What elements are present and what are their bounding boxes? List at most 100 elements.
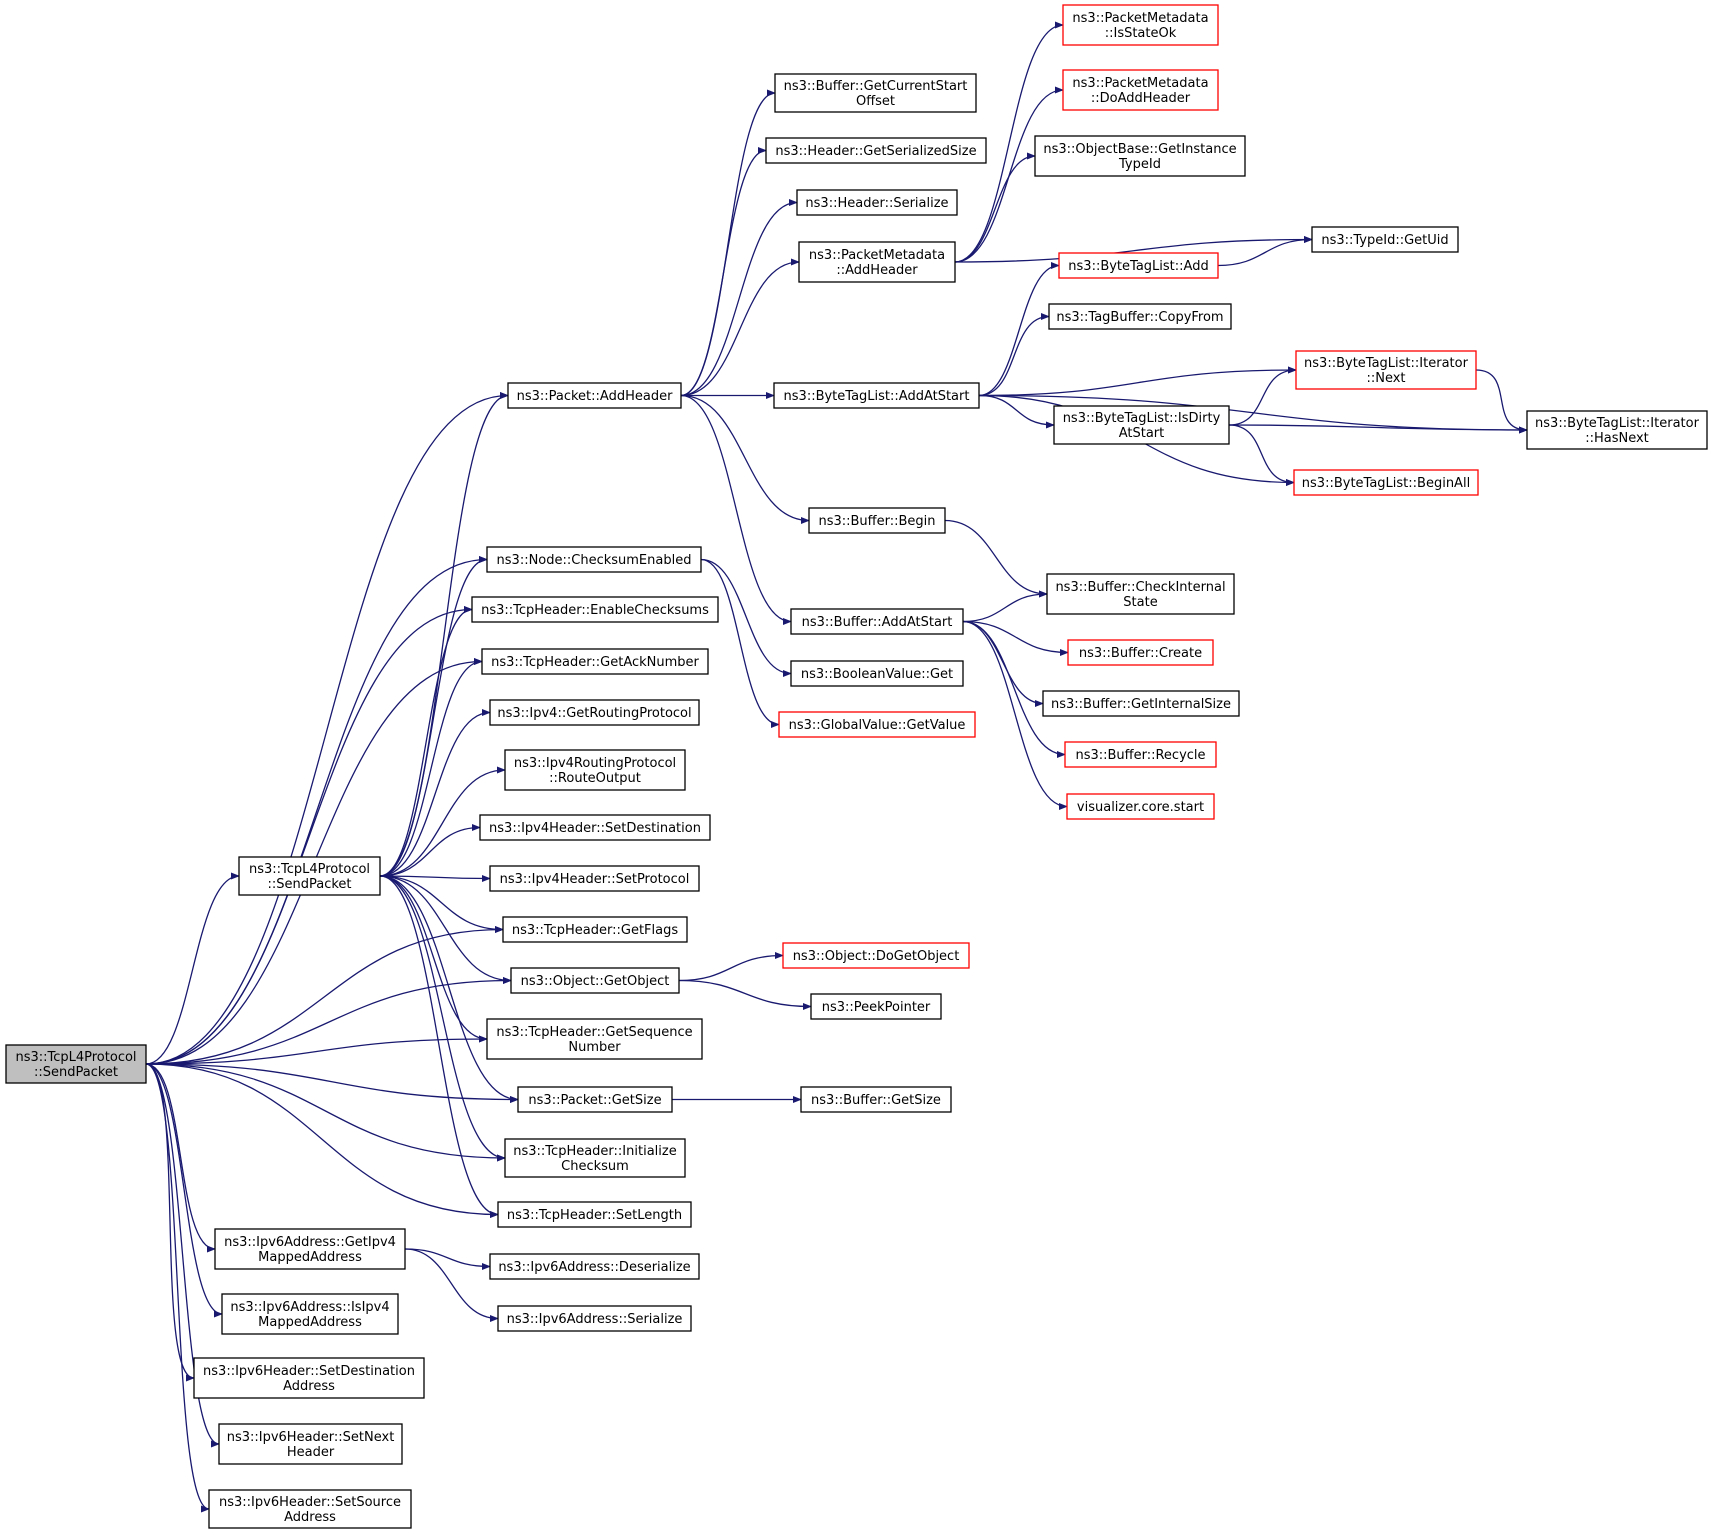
node-label-line: ns3::TcpHeader::Initialize	[513, 1144, 676, 1159]
node-ns3-peekpointer[interactable]: ns3::PeekPointer	[810, 993, 942, 1020]
node-ns3-packet-getsize[interactable]: ns3::Packet::GetSize	[517, 1086, 673, 1113]
node-ns3-tcpheader-getacknumber[interactable]: ns3::TcpHeader::GetAckNumber	[481, 648, 709, 675]
node-label-line: ns3::Header::GetSerializedSize	[775, 144, 976, 159]
node-label-line: ns3::Node::ChecksumEnabled	[497, 553, 692, 568]
node-box	[790, 660, 964, 687]
edge-tcpSend-to-enableChecksums	[379, 605, 473, 877]
node-ns3-tcpheader-getflags[interactable]: ns3::TcpHeader::GetFlags	[502, 916, 688, 943]
node-box	[1293, 469, 1479, 496]
node-ns3-globalvalue-getvalue[interactable]: ns3::GlobalValue::GetValue	[778, 711, 976, 738]
edge-root-to-pktAddHeader	[145, 391, 509, 1065]
edge-root-to-pktGetSize	[145, 1063, 519, 1104]
node-box	[1042, 690, 1240, 717]
node-ns3-ipv4routingprotocol-routeoutput[interactable]: ns3::Ipv4RoutingProtocol::RouteOutput	[504, 749, 686, 791]
edge-btlIsDirty-to-btlBeginAll	[1228, 424, 1295, 487]
node-ns3-buffer-begin[interactable]: ns3::Buffer::Begin	[808, 507, 946, 534]
node-label-line: ns3::Packet::GetSize	[528, 1093, 661, 1108]
node-ns3-ipv4-getroutingprotocol[interactable]: ns3::Ipv4::GetRoutingProtocol	[489, 699, 700, 726]
node-box	[517, 1086, 673, 1113]
node-ns3-packetmetadata-addheader[interactable]: ns3::PacketMetadata::AddHeader	[798, 241, 956, 283]
edge-btlAddAtStart-to-btlIterNext	[978, 366, 1297, 397]
node-ns3-buffer-getsize[interactable]: ns3::Buffer::GetSize	[800, 1086, 952, 1113]
node-label-line: ns3::ByteTagList::BeginAll	[1302, 476, 1470, 491]
node-ns3-ipv6address-serialize[interactable]: ns3::Ipv6Address::Serialize	[497, 1305, 692, 1332]
node-ns3-buffer-recycle[interactable]: ns3::Buffer::Recycle	[1064, 741, 1217, 768]
node-ns3-bytetaglist-beginall[interactable]: ns3::ByteTagList::BeginAll	[1293, 469, 1479, 496]
node-label-line: ::SendPacket	[34, 1065, 118, 1080]
node-label-line: ns3::Object::DoGetObject	[793, 949, 960, 964]
edge-getIpv4Mapped-to-ipv6Ser	[404, 1248, 499, 1323]
node-box	[221, 1293, 399, 1335]
node-ns3-header-serialize[interactable]: ns3::Header::Serialize	[796, 189, 958, 216]
node-label-line: ns3::Ipv6Address::GetIpv4	[224, 1235, 396, 1250]
node-visualizer-core-start[interactable]: visualizer.core.start	[1066, 793, 1215, 820]
node-label-line: ns3::Packet::AddHeader	[517, 389, 673, 404]
edge-root-to-getSeq	[145, 1035, 488, 1065]
node-label-line: ns3::TagBuffer::CopyFrom	[1056, 310, 1223, 325]
node-ns3-ipv4header-setdestination[interactable]: ns3::Ipv4Header::SetDestination	[479, 814, 711, 841]
edge-root-to-setNext	[145, 1063, 220, 1448]
node-ns3-booleanvalue-get[interactable]: ns3::BooleanValue::Get	[790, 660, 964, 687]
node-ns3-packet-addheader[interactable]: ns3::Packet::AddHeader	[507, 382, 682, 409]
edge-root-to-isIpv4Mapped	[145, 1063, 223, 1318]
node-label-line: ::RouteOutput	[549, 771, 641, 786]
node-ns3-tagbuffer-copyfrom[interactable]: ns3::TagBuffer::CopyFrom	[1048, 303, 1232, 330]
node-box	[208, 1489, 412, 1529]
node-ns3-packetmetadata-doaddheader[interactable]: ns3::PacketMetadata::DoAddHeader	[1062, 69, 1219, 111]
node-ns3-header-getserializedsize[interactable]: ns3::Header::GetSerializedSize	[765, 137, 987, 164]
node-ns3-tcpheader-enablechecksums[interactable]: ns3::TcpHeader::EnableChecksums	[471, 596, 719, 623]
edge-root-to-getObject	[145, 976, 512, 1065]
node-ns3-bytetaglist-iterator-hasnext[interactable]: ns3::ByteTagList::Iterator::HasNext	[1526, 410, 1708, 450]
node-label-line: TypeId	[1118, 157, 1161, 172]
node-ns3-buffer-create[interactable]: ns3::Buffer::Create	[1067, 639, 1214, 666]
node-label-line: ::AddHeader	[836, 263, 918, 278]
node-ns3-node-checksumenabled[interactable]: ns3::Node::ChecksumEnabled	[486, 546, 702, 573]
node-box	[1526, 410, 1708, 450]
node-ns3-bytetaglist-addatstart[interactable]: ns3::ByteTagList::AddAtStart	[773, 382, 980, 409]
node-ns3-buffer-addatstart[interactable]: ns3::Buffer::AddAtStart	[790, 608, 964, 635]
edge-root-to-setSource	[145, 1063, 210, 1513]
node-ns3-object-getobject[interactable]: ns3::Object::GetObject	[510, 967, 680, 994]
node-label-line: ::HasNext	[1585, 431, 1649, 446]
node-box	[214, 1228, 406, 1270]
node-label-line: Address	[284, 1510, 336, 1525]
node-ns3-ipv4header-setprotocol[interactable]: ns3::Ipv4Header::SetProtocol	[489, 865, 700, 892]
node-label-line: ns3::Ipv4Header::SetProtocol	[500, 872, 690, 887]
node-ns3-tcpheader-setlength[interactable]: ns3::TcpHeader::SetLength	[497, 1201, 692, 1228]
node-ns3-tcpl4protocol-sendpacket[interactable]: ns3::TcpL4Protocol::SendPacket	[238, 856, 381, 896]
node-label-line: ::SendPacket	[267, 877, 351, 892]
node-box	[1058, 252, 1219, 279]
node-ns3-bytetaglist-iterator-next[interactable]: ns3::ByteTagList::Iterator::Next	[1295, 350, 1477, 390]
node-label-line: ns3::TcpHeader::GetAckNumber	[491, 655, 699, 670]
node-label-line: ns3::PeekPointer	[822, 1000, 931, 1015]
node-label-line: ns3::Ipv6Header::SetNext	[227, 1430, 395, 1445]
node-box	[489, 699, 700, 726]
node-ns3-buffer-getinternalsize[interactable]: ns3::Buffer::GetInternalSize	[1042, 690, 1240, 717]
node-box	[5, 1044, 147, 1084]
edge-tcpSend-to-getRouting	[379, 708, 491, 877]
node-box	[1046, 573, 1235, 615]
node-ns3-object-dogetobject[interactable]: ns3::Object::DoGetObject	[782, 942, 970, 969]
node-label-line: ns3::BooleanValue::Get	[801, 667, 953, 682]
node-ns3-tcpl4protocol-sendpacket[interactable]: ns3::TcpL4Protocol::SendPacket	[5, 1044, 147, 1084]
node-ns3-packetmetadata-isstateok[interactable]: ns3::PacketMetadata::IsStateOk	[1062, 4, 1219, 46]
node-ns3-typeid-getuid[interactable]: ns3::TypeId::GetUid	[1311, 226, 1459, 253]
edge-root-to-setDest6	[145, 1063, 195, 1382]
node-ns3-bytetaglist-add[interactable]: ns3::ByteTagList::Add	[1058, 252, 1219, 279]
node-label-line: ns3::Object::GetObject	[521, 974, 670, 989]
node-label-line: ns3::ByteTagList::IsDirty	[1063, 411, 1221, 426]
node-ns3-ipv6address-deserialize[interactable]: ns3::Ipv6Address::Deserialize	[489, 1253, 700, 1280]
node-label-line: ns3::ByteTagList::Iterator	[1535, 416, 1700, 431]
